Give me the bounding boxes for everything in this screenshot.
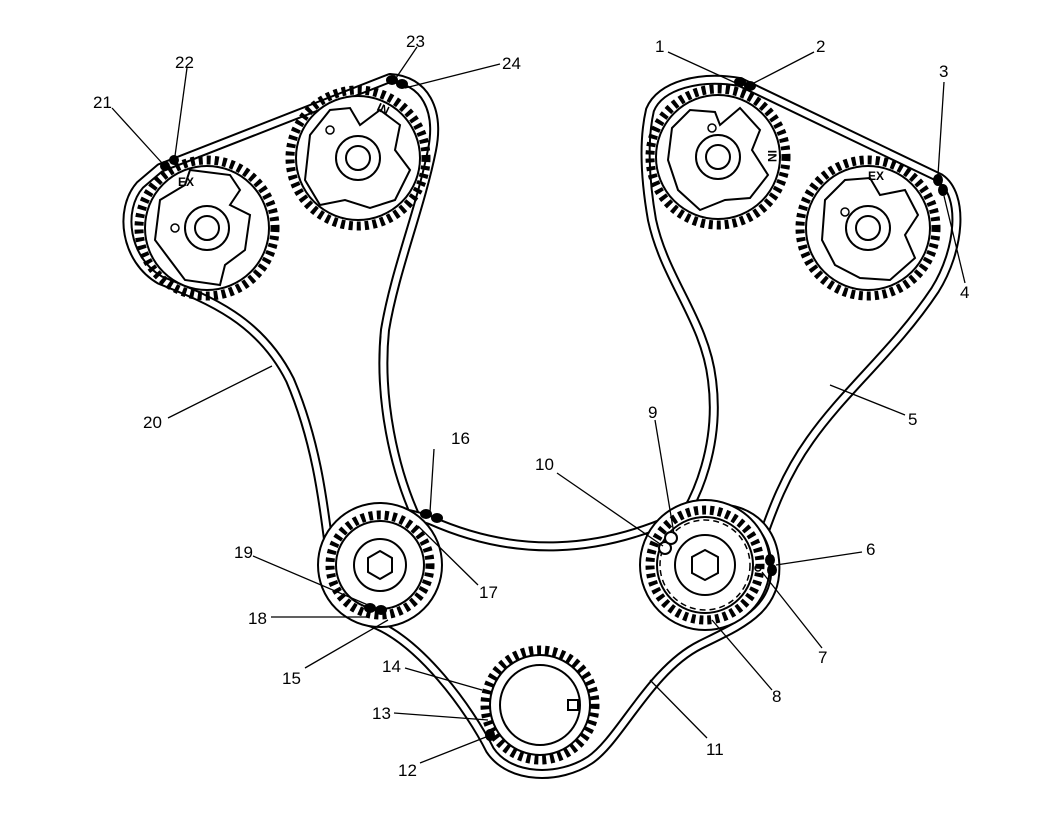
callout-9: 9 — [648, 403, 657, 422]
callout-17: 17 — [479, 583, 498, 602]
timing-mark-links — [160, 75, 948, 741]
callout-1: 1 — [655, 37, 664, 56]
right-intake-cam-sprocket: IN — [645, 84, 791, 230]
right-idler-sprocket — [639, 499, 771, 631]
callout-13: 13 — [372, 704, 391, 723]
right-intake-cam-label: IN — [765, 150, 779, 162]
callout-10: 10 — [535, 455, 554, 474]
callout-23: 23 — [406, 32, 425, 51]
callout-8: 8 — [772, 687, 781, 706]
callout-19: 19 — [234, 543, 253, 562]
crankshaft-sprocket — [480, 645, 600, 765]
right-exhaust-cam-sprocket: EX — [795, 155, 941, 301]
callout-24: 24 — [502, 54, 521, 73]
callout-labels: 1 2 3 4 5 6 7 8 9 10 11 12 13 14 15 16 1… — [93, 32, 969, 780]
callout-16: 16 — [451, 429, 470, 448]
left-exhaust-cam-sprocket: EX — [134, 155, 280, 301]
callout-12: 12 — [398, 761, 417, 780]
callout-7: 7 — [818, 648, 827, 667]
callout-20: 20 — [143, 413, 162, 432]
left-intake-cam-label: IN — [375, 100, 392, 118]
leader-lines — [111, 46, 966, 764]
left-idler-sprocket — [317, 502, 443, 628]
callout-14: 14 — [382, 657, 401, 676]
callout-11: 11 — [706, 740, 724, 759]
callout-5: 5 — [908, 410, 917, 429]
callout-15: 15 — [282, 669, 301, 688]
callout-4: 4 — [960, 283, 969, 302]
callout-6: 6 — [866, 540, 875, 559]
callout-21: 21 — [93, 93, 112, 112]
left-intake-cam-sprocket: IN — [285, 85, 431, 231]
callout-22: 22 — [175, 53, 194, 72]
callout-18: 18 — [248, 609, 267, 628]
right-exhaust-cam-label: EX — [868, 169, 884, 183]
callout-2: 2 — [816, 37, 825, 56]
callout-3: 3 — [939, 62, 948, 81]
left-exhaust-cam-label: EX — [178, 175, 194, 189]
